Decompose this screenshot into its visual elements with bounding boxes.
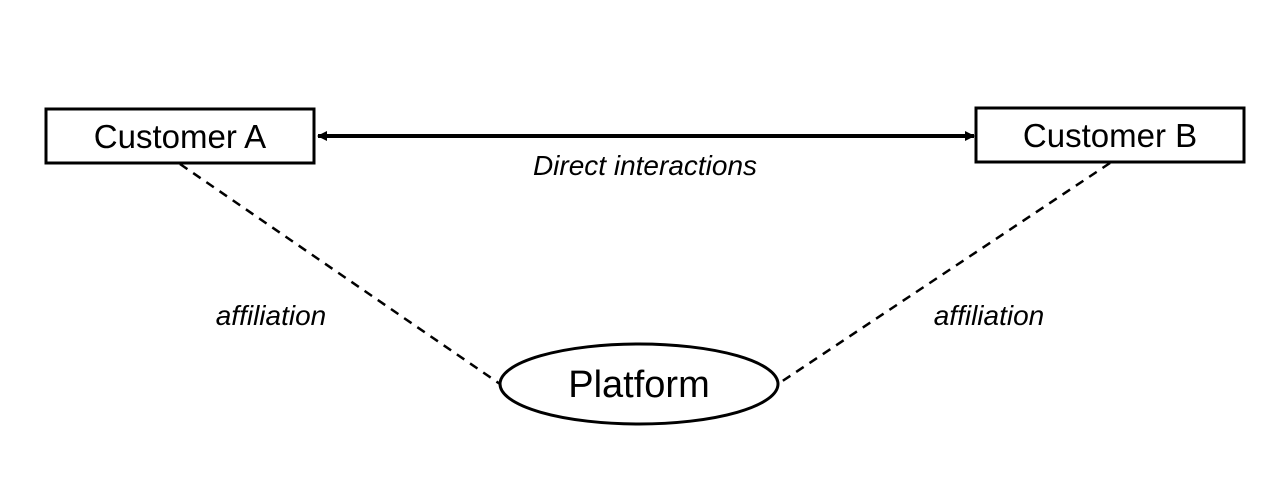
affiliation-label-b: affiliation <box>934 300 1045 331</box>
affiliation-edge-a <box>179 162 501 386</box>
platform-label: Platform <box>568 364 709 406</box>
customer-a-label: Customer A <box>94 118 266 155</box>
platform-node: Platform <box>498 342 780 426</box>
customer-b-node: Customer B <box>974 106 1246 164</box>
affiliation-edge-b <box>777 161 1111 386</box>
customer-a-node: Customer A <box>44 107 316 165</box>
affiliation-label-a: affiliation <box>216 300 327 331</box>
direct-interactions-label: Direct interactions <box>533 150 757 181</box>
customer-b-label: Customer B <box>1023 117 1197 154</box>
